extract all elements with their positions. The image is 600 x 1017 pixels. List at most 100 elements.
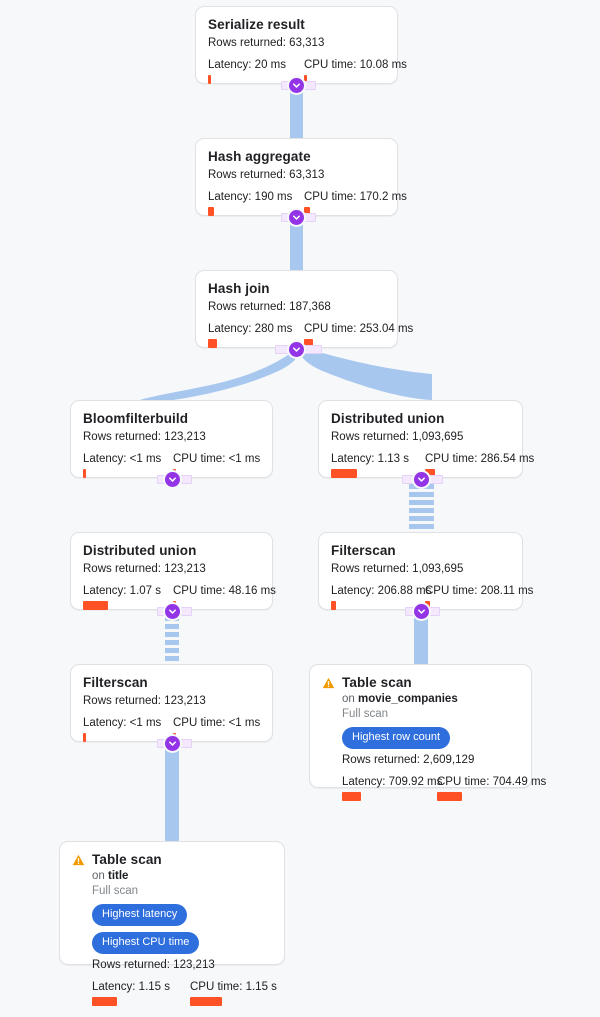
edge-distributedunion-to-filterscan-striped-left bbox=[165, 616, 179, 664]
cpu-label: CPU time: 170.2 ms bbox=[304, 191, 407, 203]
collapse-chevron-down-icon-filterscan-right[interactable] bbox=[414, 604, 429, 619]
collapse-chevron-down-icon-serialize-result[interactable] bbox=[289, 78, 304, 93]
cpu-bar bbox=[304, 339, 313, 348]
cpu-label: CPU time: 286.54 ms bbox=[425, 453, 535, 465]
cpu-label: CPU time: 1.15 s bbox=[190, 981, 277, 993]
latency-label: Latency: <1 ms bbox=[83, 717, 162, 729]
warning-triangle-icon bbox=[72, 853, 85, 871]
node-scan-type: Full scan bbox=[92, 885, 139, 897]
latency-label: Latency: 1.07 s bbox=[83, 585, 161, 597]
node-header: Hash join Rows returned: 187,368 bbox=[208, 280, 385, 315]
on-prefix: on bbox=[342, 693, 355, 705]
node-header: Table scan on title Full scan Highest la… bbox=[72, 851, 277, 1006]
node-rows-returned: Rows returned: 123,213 bbox=[83, 431, 206, 443]
node-scan-type: Full scan bbox=[342, 708, 389, 720]
node-header: Filterscan Rows returned: 123,213 bbox=[83, 674, 260, 709]
badge-highest-row-count[interactable]: Highest row count bbox=[342, 727, 451, 749]
plan-node-filterscan-right[interactable]: Filterscan Rows returned: 1,093,695 Late… bbox=[318, 532, 533, 610]
node-metrics: Latency: 20 ms CPU time: 10.08 ms bbox=[208, 58, 407, 84]
node-rows-returned: Rows returned: 63,313 bbox=[208, 169, 325, 181]
cpu-metric: CPU time: 253.04 ms bbox=[304, 322, 413, 348]
node-metrics: Latency: 709.92 ms CPU time: 704.49 ms bbox=[342, 775, 546, 801]
edge-filterscan-to-tablescan-movie-companies bbox=[414, 612, 428, 668]
latency-metric: Latency: 20 ms bbox=[208, 58, 304, 84]
cpu-bar bbox=[304, 75, 307, 84]
node-table-line: on title bbox=[92, 869, 272, 884]
table-name: movie_companies bbox=[358, 693, 458, 705]
table-name: title bbox=[108, 870, 129, 882]
collapse-chevron-down-icon-hash-aggregate[interactable] bbox=[289, 210, 304, 225]
node-metrics: Latency: 1.07 s CPU time: 48.16 ms bbox=[83, 584, 276, 610]
plan-node-hash-aggregate[interactable]: Hash aggregate Rows returned: 63,313 Lat… bbox=[195, 138, 407, 216]
latency-bar bbox=[83, 469, 86, 478]
cpu-metric: CPU time: 10.08 ms bbox=[304, 58, 407, 84]
badge-highest-cpu-time[interactable]: Highest CPU time bbox=[92, 932, 200, 954]
cpu-metric: CPU time: 704.49 ms bbox=[437, 775, 546, 801]
collapse-chevron-down-icon-filterscan-left[interactable] bbox=[165, 736, 180, 751]
latency-label: Latency: 20 ms bbox=[208, 59, 286, 71]
cpu-bar bbox=[425, 601, 430, 610]
plan-node-bloomfilterbuild[interactable]: Bloomfilterbuild Rows returned: 123,213 … bbox=[70, 400, 273, 478]
plan-node-hash-join[interactable]: Hash join Rows returned: 187,368 Latency… bbox=[195, 270, 413, 348]
node-title: Serialize result bbox=[208, 17, 305, 32]
node-title: Table scan bbox=[342, 675, 412, 690]
node-metrics: Latency: 1.15 s CPU time: 1.15 s bbox=[92, 980, 277, 1006]
node-rows-returned: Rows returned: 123,213 bbox=[83, 563, 206, 575]
edge-hashjoin-to-bloomfilterbuild bbox=[140, 352, 299, 400]
node-header: Distributed union Rows returned: 1,093,6… bbox=[331, 410, 510, 445]
collapse-chevron-down-icon-bloomfilterbuild[interactable] bbox=[165, 472, 180, 487]
badge-highest-latency[interactable]: Highest latency bbox=[92, 904, 188, 926]
collapse-chevron-down-icon-distributed-union-left[interactable] bbox=[165, 604, 180, 619]
node-title: Filterscan bbox=[331, 543, 396, 558]
plan-node-serialize-result[interactable]: Serialize result Rows returned: 63,313 L… bbox=[195, 6, 407, 84]
node-metrics: Latency: 280 ms CPU time: 253.04 ms bbox=[208, 322, 413, 348]
node-rows-returned: Rows returned: 1,093,695 bbox=[331, 431, 464, 443]
latency-label: Latency: 190 ms bbox=[208, 191, 293, 203]
latency-bar bbox=[208, 207, 214, 216]
node-title: Table scan bbox=[92, 852, 162, 867]
node-header: Filterscan Rows returned: 1,093,695 bbox=[331, 542, 510, 577]
node-badges: Highest latency Highest CPU time bbox=[92, 904, 272, 954]
node-title: Hash aggregate bbox=[208, 149, 311, 164]
cpu-label: CPU time: 704.49 ms bbox=[437, 776, 547, 788]
plan-node-distributed-union-left[interactable]: Distributed union Rows returned: 123,213… bbox=[70, 532, 276, 610]
node-rows-returned: Rows returned: 2,609,129 bbox=[342, 754, 475, 766]
cpu-metric: CPU time: 170.2 ms bbox=[304, 190, 407, 216]
latency-metric: Latency: 1.15 s bbox=[92, 980, 190, 1006]
plan-node-filterscan-left[interactable]: Filterscan Rows returned: 123,213 Latenc… bbox=[70, 664, 273, 742]
cpu-metric: CPU time: 286.54 ms bbox=[425, 452, 534, 478]
latency-metric: Latency: <1 ms bbox=[83, 452, 173, 478]
latency-metric: Latency: 280 ms bbox=[208, 322, 304, 348]
edge-hashjoin-to-distributedunion bbox=[300, 351, 432, 400]
latency-metric: Latency: 190 ms bbox=[208, 190, 304, 216]
latency-bar bbox=[92, 997, 117, 1006]
cpu-label: CPU time: 208.11 ms bbox=[425, 585, 534, 597]
collapse-chevron-down-icon-hash-join[interactable] bbox=[289, 342, 304, 357]
cpu-bar bbox=[437, 792, 462, 801]
cpu-label: CPU time: 253.04 ms bbox=[304, 323, 414, 335]
node-rows-returned: Rows returned: 123,213 bbox=[83, 695, 206, 707]
latency-metric: Latency: <1 ms bbox=[83, 716, 173, 742]
node-title: Hash join bbox=[208, 281, 270, 296]
plan-node-table-scan-title[interactable]: Table scan on title Full scan Highest la… bbox=[59, 841, 285, 1006]
latency-bar bbox=[208, 339, 217, 348]
edge-filterscan-to-tablescan-title bbox=[165, 744, 179, 844]
latency-label: Latency: 1.13 s bbox=[331, 453, 409, 465]
node-header: Distributed union Rows returned: 123,213 bbox=[83, 542, 260, 577]
node-rows-returned: Rows returned: 63,313 bbox=[208, 37, 325, 49]
latency-metric: Latency: 206.88 ms bbox=[331, 584, 431, 610]
latency-label: Latency: 709.92 ms bbox=[342, 776, 443, 788]
warning-triangle-icon bbox=[322, 676, 335, 694]
node-header: Hash aggregate Rows returned: 63,313 bbox=[208, 148, 385, 183]
latency-bar bbox=[83, 733, 86, 742]
cpu-bar bbox=[425, 469, 435, 478]
plan-node-distributed-union-right[interactable]: Distributed union Rows returned: 1,093,6… bbox=[318, 400, 534, 478]
node-table-line: on movie_companies bbox=[342, 692, 519, 707]
collapse-chevron-down-icon-distributed-union-right[interactable] bbox=[414, 472, 429, 487]
plan-node-table-scan-movie-companies[interactable]: Table scan on movie_companies Full scan … bbox=[309, 664, 546, 801]
cpu-bar bbox=[304, 207, 310, 216]
cpu-label: CPU time: 48.16 ms bbox=[173, 585, 276, 597]
node-metrics: Latency: 206.88 ms CPU time: 208.11 ms bbox=[331, 584, 533, 610]
node-rows-returned: Rows returned: 123,213 bbox=[92, 959, 215, 971]
